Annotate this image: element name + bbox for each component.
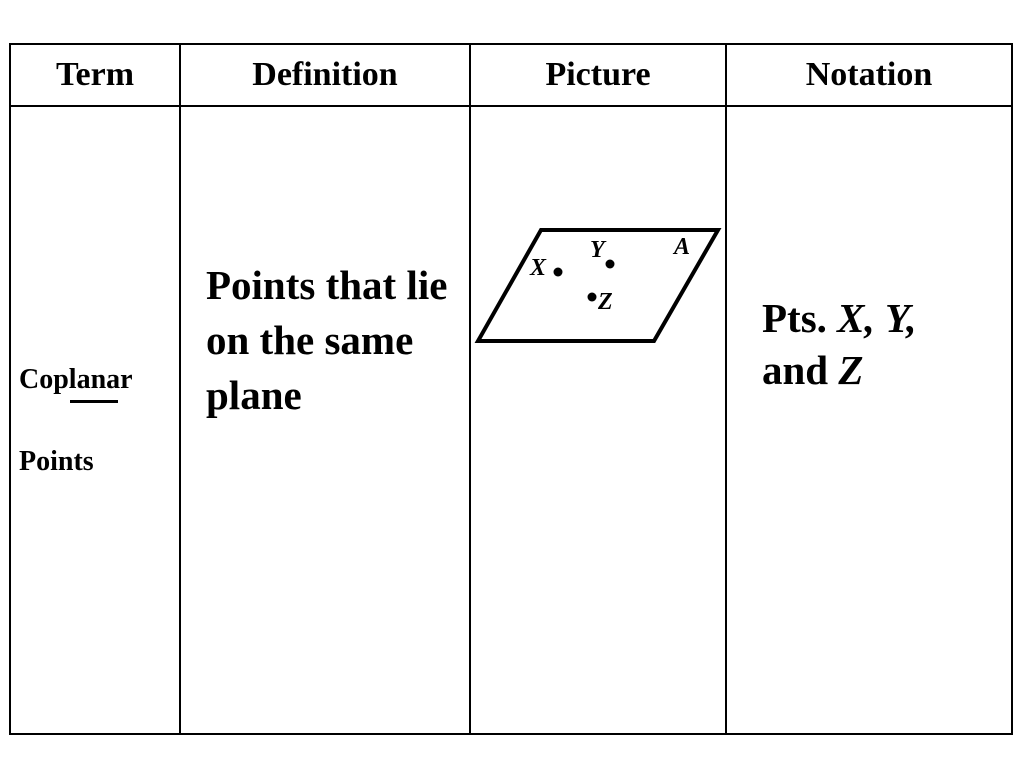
plane-parallelogram [474, 228, 722, 343]
term-points: Points [19, 446, 94, 477]
header-definition: Definition [252, 56, 398, 93]
plane-diagram: A X Y Z [474, 228, 722, 343]
notation-point-y: Y, [885, 295, 917, 341]
point-x-dot [553, 267, 563, 277]
table-border-top [9, 43, 1013, 45]
point-label-z: Z [597, 289, 613, 315]
table-column-divider-1 [179, 43, 181, 735]
plane-label-a: A [672, 234, 690, 260]
table-column-divider-2 [469, 43, 471, 735]
point-y-dot [605, 259, 615, 269]
definition-text: Points that lie on the same plane [206, 262, 448, 418]
term-coplanar: Coplanar [19, 364, 133, 395]
header-term: Term [55, 56, 135, 93]
table-border-header-divider [9, 105, 1013, 107]
header-notation: Notation [805, 56, 933, 93]
table-border-left [9, 43, 11, 735]
notation-prefix: Pts. [762, 295, 827, 341]
point-label-x: X [529, 255, 547, 281]
header-picture: Picture [545, 56, 651, 93]
table-border-bottom [9, 733, 1013, 735]
point-z-dot [587, 292, 597, 302]
term-underline-mark [70, 400, 118, 403]
notation-conjunction: and [762, 347, 829, 393]
notation-text: Pts. X, Y, and Z [762, 292, 992, 396]
point-label-y: Y [590, 237, 607, 263]
table-border-right [1011, 43, 1013, 735]
table-column-divider-3 [725, 43, 727, 735]
notation-point-x: X, [837, 295, 875, 341]
notation-point-z: Z [838, 347, 864, 393]
